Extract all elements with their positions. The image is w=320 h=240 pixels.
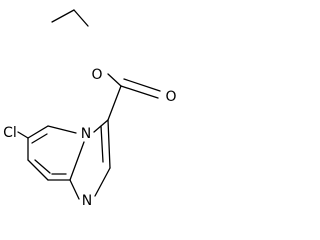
- bond-c7-c8: [27, 159, 49, 181]
- bond-carbonyl-double-2: [123, 78, 161, 92]
- bond-n1-c8a: [69, 179, 80, 200]
- bond-c3-c2: [107, 119, 111, 169]
- bond-c5-c6-inner: [31, 133, 48, 144]
- bond-carbonyl-c3: [107, 85, 122, 121]
- bond-o-carbonyl: [107, 73, 122, 87]
- carbonyl-oxygen-label: O: [165, 89, 176, 105]
- bridgehead-nitrogen-label: N: [81, 126, 91, 142]
- bond-c2-n1: [94, 167, 111, 197]
- imidazole-nitrogen-label: N: [82, 193, 92, 209]
- bond-n4-c5: [47, 125, 77, 134]
- ester-oxygen-label: O: [91, 67, 102, 83]
- molecule-structure: O O N N Cl: [3, 9, 177, 209]
- bond-c7-c8-inner: [34, 159, 51, 174]
- bond-ethyl-ch2-o: [73, 9, 89, 27]
- bond-c5-c6: [27, 125, 49, 139]
- bond-ethyl-ch3-ch2: [51, 9, 75, 23]
- bond-c6-cl: [17, 131, 29, 139]
- bond-carbonyl-double-1: [120, 85, 159, 99]
- bond-c3-c2-inner: [100, 125, 104, 163]
- chlorine-label: Cl: [3, 125, 17, 141]
- bond-c8a-n4: [69, 141, 85, 181]
